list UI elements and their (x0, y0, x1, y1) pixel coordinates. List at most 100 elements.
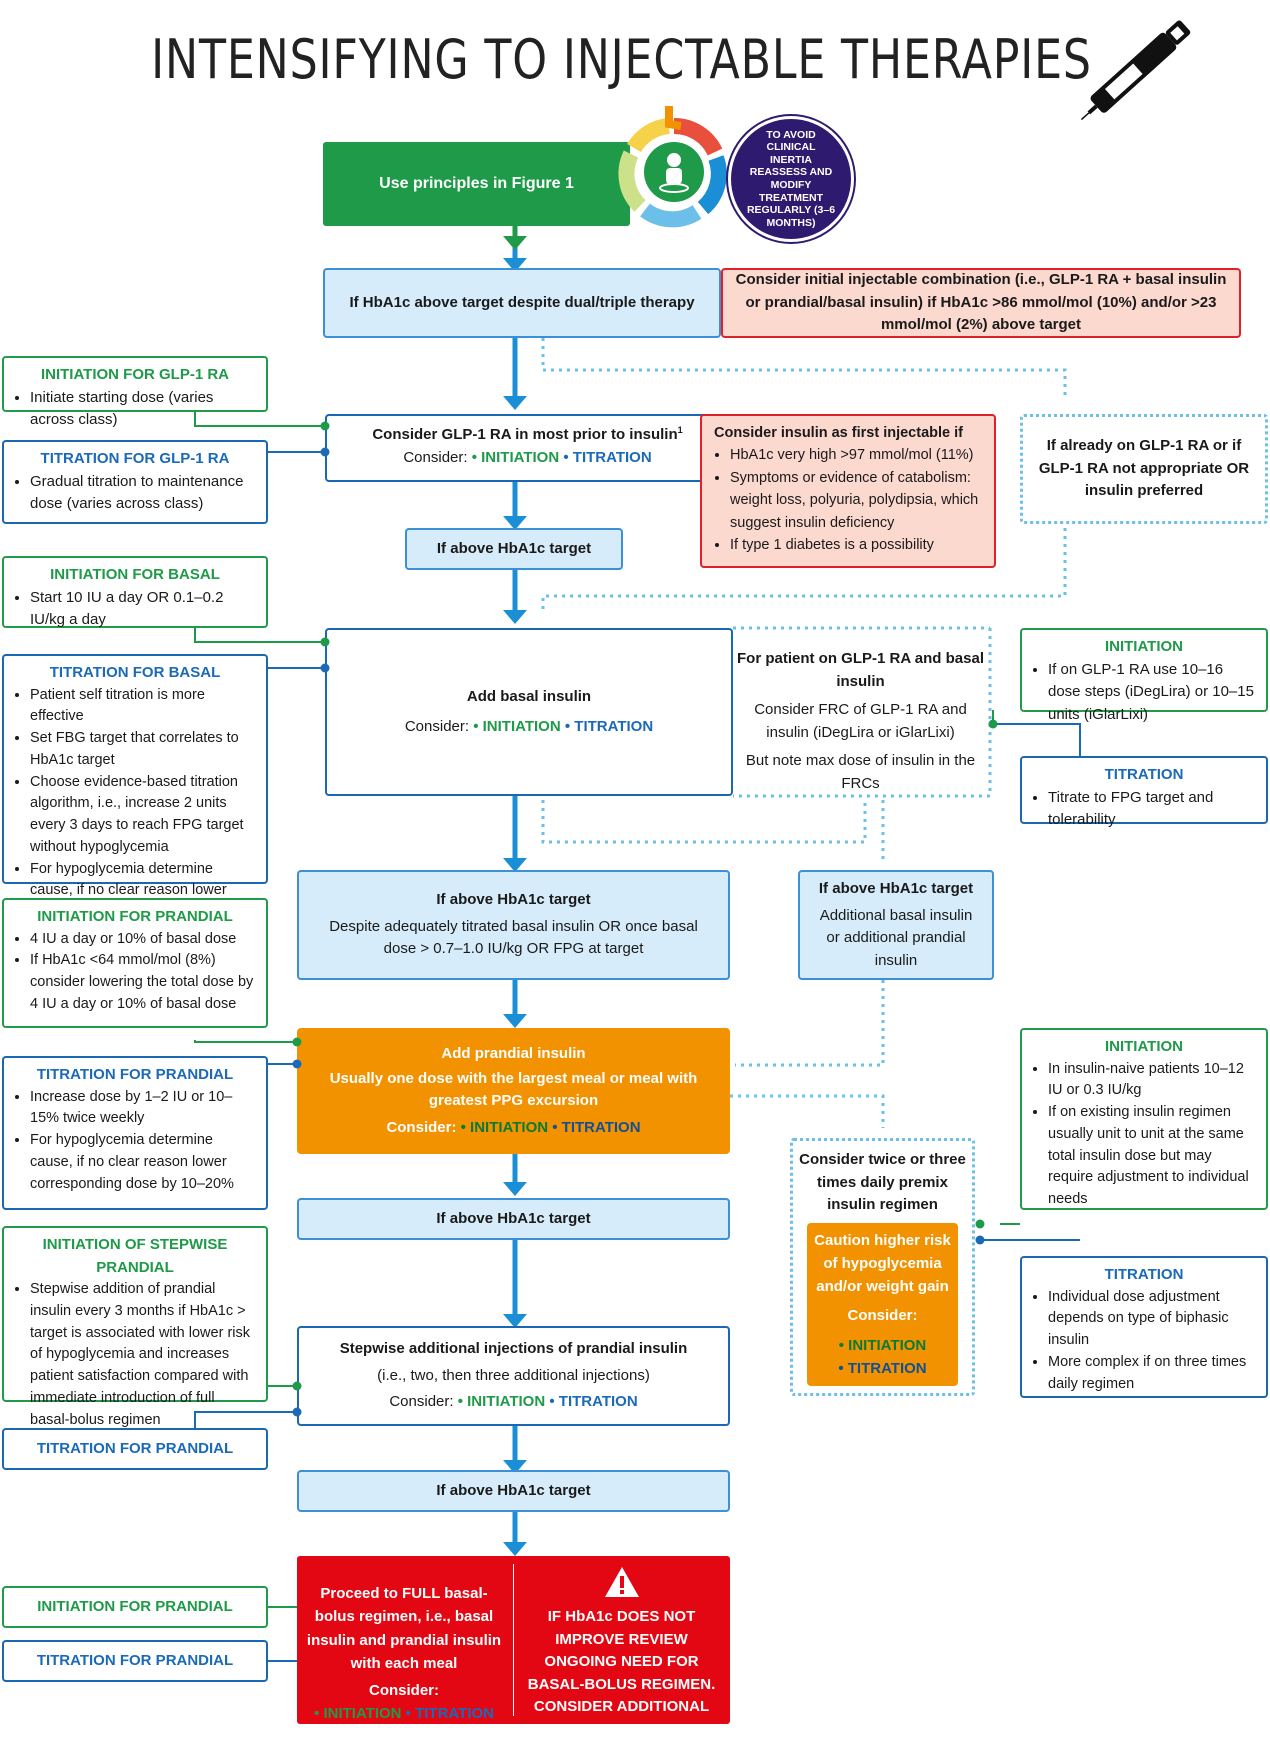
titration-basal-item: Patient self titration is more effective (30, 685, 256, 729)
initiation-glp1-title: INITIATION FOR GLP-1 RA (40, 366, 230, 383)
bottom-left-connectors (268, 1606, 298, 1662)
prandial-body: Usually one dose with the largest meal o… (329, 1069, 698, 1110)
initiation-basal-box: INITIATION FOR BASAL Start 10 IU a day O… (2, 556, 268, 628)
full-titration-link[interactable]: • TITRATION (405, 1705, 494, 1723)
titration-prandial-box-2: TITRATION FOR PRANDIAL (2, 1428, 268, 1470)
basal-consider: Consider: (404, 718, 470, 735)
stepwise-titration-link[interactable]: • TITRATION (549, 1393, 638, 1411)
above-basal-body: Despite adequately titrated basal insuli… (329, 917, 698, 958)
premix-box: Consider twice or three times daily prem… (790, 1138, 975, 1396)
full-body: Proceed to FULL basal-bolus regimen, i.e… (306, 1585, 502, 1672)
titration-basal-title: TITRATION FOR BASAL (49, 664, 221, 681)
full-basal-bolus-box: Proceed to FULL basal-bolus regimen, i.e… (297, 1556, 730, 1738)
frc-note: But note max dose of insulin in the FRCs (745, 752, 976, 792)
frc-heading: For patient on GLP-1 RA and basal insuli… (737, 650, 984, 690)
basal-insulin-box: Add basal insulin Consider: • INITIATION… (325, 628, 733, 796)
titration-prandial-item: Increase dose by 1–2 IU or 10–15% twice … (30, 1087, 256, 1131)
stepwise-body: (i.e., two, then three additional inject… (377, 1366, 650, 1384)
premix-initiation-link[interactable]: • INITIATION (838, 1336, 927, 1354)
initiation-prandial-item: If HbA1c <64 mmol/mol (8%) consider lowe… (30, 950, 256, 1015)
premix-caution: Caution higher risk of hypoglycemia and/… (814, 1231, 951, 1296)
warning-icon (604, 1567, 639, 1597)
basal-initiation-link[interactable]: • INITIATION (473, 718, 561, 735)
titration-premix-box: TITRATION Individual dose adjustment dep… (1020, 1256, 1268, 1398)
initiation-frc-item: If on GLP-1 RA use 10–16 dose steps (iDe… (1048, 659, 1256, 727)
initiation-prandial-box: INITIATION FOR PRANDIAL 4 IU a day or 10… (2, 898, 268, 1028)
above-target-box-1: If above HbA1c target (405, 528, 623, 570)
start-box: Use principles in Figure 1 (323, 142, 630, 226)
titration-frc-title: TITRATION (1104, 766, 1184, 783)
above-target-box-2: If above HbA1c target (297, 1198, 730, 1240)
titration-prandial-box-3: TITRATION FOR PRANDIAL (2, 1640, 268, 1682)
initiation-glp1-box: INITIATION FOR GLP-1 RA Initiate startin… (2, 356, 268, 428)
above-right-body: Additional basal insulin or additional p… (819, 906, 973, 969)
initiation-stepwise-title: INITIATION OF STEPWISE PRANDIAL (42, 1236, 228, 1276)
premix-caution-box: Caution higher risk of hypoglycemia and/… (807, 1222, 958, 1386)
basal-title: Add basal insulin (466, 687, 592, 705)
insulin-first-title: Consider insulin as first injectable if (714, 425, 963, 441)
initiation-prandial-item: 4 IU a day or 10% of basal dose (30, 929, 256, 951)
glp1-consider: Consider: (403, 448, 468, 466)
prandial-initiation-link[interactable]: • INITIATION (460, 1118, 549, 1136)
titration-prandial-title: TITRATION FOR PRANDIAL (36, 1066, 234, 1083)
basal-titration-link[interactable]: • TITRATION (564, 718, 654, 735)
titration-basal-item: Choose evidence-based titration algorith… (30, 772, 256, 859)
initiation-stepwise-item: Stepwise addition of prandial insulin ev… (30, 1279, 256, 1431)
initiation-frc-title: INITIATION (1104, 638, 1184, 655)
initiation-premix-item: If on existing insulin regimen usually u… (1048, 1102, 1256, 1211)
titration-frc-item: Titrate to FPG target and tolerability (1048, 787, 1256, 832)
titration-prandial-item: For hypoglycemia determine cause, if no … (30, 1130, 256, 1195)
above-target-basal-box: If above HbA1c target Despite adequately… (297, 870, 730, 980)
initiation-basal-item: Start 10 IU a day OR 0.1–0.2 IU/kg a day (30, 587, 256, 632)
glp1-footnote: 1 (677, 425, 683, 435)
frc-consider: Consider FRC of GLP-1 RA and insulin (iD… (754, 701, 967, 741)
titration-premix-title: TITRATION (1104, 1266, 1184, 1283)
above-basal-title: If above HbA1c target (436, 891, 591, 909)
titration-glp1-title: TITRATION FOR GLP-1 RA (40, 450, 230, 467)
titration-prandial-box: TITRATION FOR PRANDIAL Increase dose by … (2, 1056, 268, 1210)
initiation-glp1-item: Initiate starting dose (varies across cl… (30, 387, 256, 432)
titration-premix-item: More complex if on three times daily reg… (1048, 1352, 1256, 1396)
inertia-reminder: TO AVOID CLINICAL INERTIA REASSESS AND M… (728, 116, 854, 242)
premix-title: Consider twice or three times daily prem… (799, 1151, 966, 1213)
premix-titration-link[interactable]: • TITRATION (838, 1359, 927, 1377)
stepwise-box: Stepwise additional injections of prandi… (297, 1326, 730, 1426)
titration-frc-box: TITRATION Titrate to FPG target and tole… (1020, 756, 1268, 828)
page-title: INTENSIFYING TO INJECTABLE THERAPIES (151, 28, 1092, 91)
full-basal-bolus-text: Proceed to FULL basal-bolus regimen, i.e… (297, 1556, 511, 1724)
full-initiation-link[interactable]: • INITIATION (314, 1705, 402, 1723)
hba1c-dual-box: If HbA1c above target despite dual/tripl… (323, 268, 721, 338)
full-consider: Consider: (368, 1682, 439, 1699)
initiation-basal-title: INITIATION FOR BASAL (50, 566, 220, 583)
prandial-titration-link[interactable]: • TITRATION (552, 1118, 641, 1136)
initiation-premix-item: In insulin-naive patients 10–12 IU or 0.… (1048, 1059, 1256, 1103)
initiation-stepwise-box: INITIATION OF STEPWISE PRANDIAL Stepwise… (2, 1226, 268, 1428)
prandial-consider: Consider: (386, 1118, 457, 1136)
initiation-frc-box: INITIATION If on GLP-1 RA use 10–16 dose… (1020, 628, 1268, 723)
initiation-prandial-title: INITIATION FOR PRANDIAL (37, 908, 233, 925)
insulin-pen-icon (1080, 20, 1191, 121)
titration-premix-item: Individual dose adjustment depends on ty… (1048, 1287, 1256, 1352)
initiation-premix-box: INITIATION In insulin-naive patients 10–… (1020, 1028, 1268, 1210)
above-target-box-3: If above HbA1c target (297, 1470, 730, 1512)
already-glp1-box: If already on GLP-1 RA or if GLP-1 RA no… (1020, 414, 1268, 524)
glp1-initiation-link[interactable]: • INITIATION (471, 448, 560, 466)
stepwise-initiation-link[interactable]: • INITIATION (457, 1393, 546, 1411)
stepwise-title: Stepwise additional injections of prandi… (339, 1340, 688, 1358)
insulin-first-item: Symptoms or evidence of catabolism: weig… (730, 467, 982, 534)
titration-basal-box: TITRATION FOR BASAL Patient self titrati… (2, 654, 268, 920)
combination-note: Consider initial injectable combination … (721, 268, 1241, 338)
above-target-right-box: If above HbA1c target Additional basal i… (798, 870, 994, 980)
initiation-prandial-box-3: INITIATION FOR PRANDIAL (2, 1586, 268, 1628)
cycle-icon (618, 106, 727, 228)
insulin-first-box: Consider insulin as first injectable if … (700, 414, 996, 568)
glp1-box: Consider GLP-1 RA in most prior to insul… (325, 414, 730, 482)
divider (513, 1564, 514, 1716)
frc-box: For patient on GLP-1 RA and basal insuli… (733, 648, 988, 792)
titration-glp1-item: Gradual titration to maintenance dose (v… (30, 471, 256, 516)
prandial-title: Add prandial insulin (441, 1045, 586, 1062)
glp1-titration-link[interactable]: • TITRATION (563, 448, 652, 466)
premix-consider: Consider: (847, 1307, 918, 1325)
